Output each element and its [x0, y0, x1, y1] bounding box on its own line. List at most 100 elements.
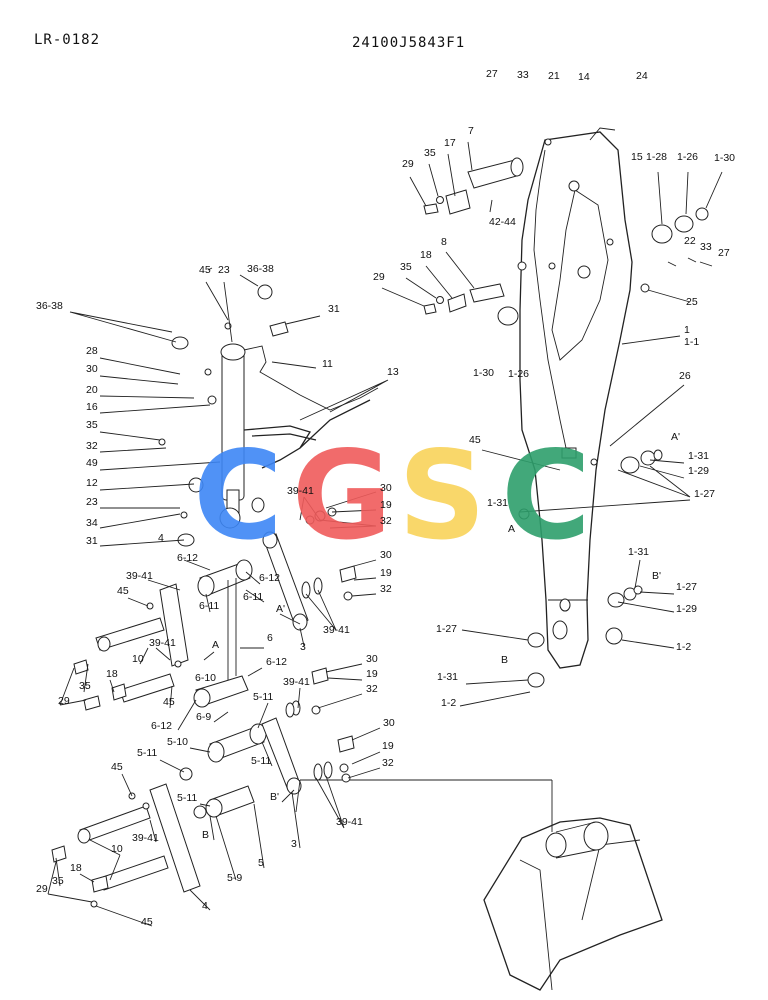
callout-label: 1-28 — [646, 151, 667, 163]
callout-label: 12 — [86, 477, 98, 489]
callout-label: 18 — [70, 862, 82, 874]
callout-label: 6-12 — [177, 552, 198, 564]
plate-18-lower — [91, 875, 109, 893]
watermark-letter: G — [292, 425, 392, 567]
callout-label: 35 — [86, 419, 98, 431]
bushing-1-26-top — [674, 215, 694, 233]
callout-label: 32 — [366, 683, 378, 695]
callout-label: 29 — [373, 271, 385, 283]
callout-label: 29 — [58, 695, 70, 707]
callout-label: 19 — [366, 668, 378, 680]
callout-label: 23 — [86, 496, 98, 508]
boom-outline — [519, 131, 633, 669]
callout-label: A' — [276, 603, 285, 615]
callout-label: 29 — [402, 158, 414, 170]
callout-label: 32 — [380, 515, 392, 527]
callout-label: 45 — [111, 761, 123, 773]
boom-foot-boss — [552, 620, 568, 640]
fitting-31 — [269, 321, 289, 337]
plate-18 — [447, 293, 467, 313]
boom-foot-parts — [518, 449, 663, 688]
callout-label: B — [501, 654, 508, 666]
callout-label: 6-9 — [196, 711, 211, 723]
boom-pin-hole — [577, 265, 591, 279]
callout-label: 30 — [380, 482, 392, 494]
callout-label: A — [212, 639, 219, 651]
callout-label: 1-30 — [473, 367, 494, 379]
callout-label: 5-11 — [137, 747, 157, 759]
callout-label: 5-10 — [167, 736, 188, 748]
part-36-38-top — [257, 284, 273, 300]
link-assembly-5 — [51, 717, 355, 908]
callout-label: 25 — [686, 296, 698, 308]
callout-label: B' — [652, 570, 661, 582]
callout-label: 6 — [267, 632, 273, 644]
boom-hose-line — [533, 149, 567, 449]
pin-8 — [469, 283, 505, 303]
callout-label: 18 — [420, 249, 432, 261]
callout-label: 6-11 — [199, 600, 219, 612]
callout-label: 27 — [718, 247, 730, 259]
part-number: 24100J5843F1 — [352, 35, 466, 51]
callout-label: A' — [671, 431, 680, 443]
plate-17 — [445, 189, 471, 215]
bucket-ear-right — [583, 821, 609, 851]
callout-label: 36-38 — [36, 300, 63, 312]
callout-label: 11 — [322, 358, 333, 370]
callout-label: 5-11 — [177, 792, 197, 804]
bucket-outline — [483, 817, 663, 991]
link-leader-lines — [47, 491, 381, 927]
link-assembly-6 — [73, 507, 357, 718]
callout-label: 32 — [86, 440, 98, 452]
bushing-1-26 — [497, 306, 519, 326]
callout-label: 29 — [36, 883, 48, 895]
callout-label: 10 — [132, 653, 144, 665]
bushing-1-28 — [651, 224, 673, 244]
callout-label: 1 — [684, 324, 690, 336]
callout-label: 5-9 — [227, 872, 242, 884]
callout-label: 7 — [468, 125, 474, 137]
callout-label: 31 — [86, 535, 98, 547]
callout-label: 20 — [86, 384, 98, 396]
callout-label: 1-29 — [688, 465, 709, 477]
callout-label: 39-41 — [132, 832, 159, 844]
callout-label: 4 — [158, 532, 164, 544]
callout-label: 23 — [218, 264, 230, 276]
callout-label: 1-29 — [676, 603, 697, 615]
callout-label: 5-11 — [253, 691, 273, 703]
watermark-letter: S — [398, 425, 486, 567]
callout-label: 22 — [684, 235, 696, 247]
callout-label: 6-10 — [195, 672, 216, 684]
callout-label: 27 — [486, 68, 498, 80]
callout-label: 4 — [202, 900, 208, 912]
callout-label: 1-2 — [676, 641, 691, 653]
boom-leader-lines — [381, 141, 723, 707]
link-rod-6 — [227, 578, 237, 680]
callout-label: 33 — [517, 69, 529, 81]
callout-label: 30 — [380, 549, 392, 561]
link-4-lower — [149, 783, 201, 893]
callout-label: 1-31 — [688, 450, 709, 462]
callout-label: 1-27 — [436, 623, 457, 635]
callout-label: 39-41 — [336, 816, 363, 828]
boom-top-pin-parts — [423, 157, 713, 326]
callout-label: 1-27 — [694, 488, 715, 500]
callout-label: 24 — [636, 70, 648, 82]
callout-label: 1-27 — [676, 581, 697, 593]
callout-label: 1-31 — [437, 671, 458, 683]
arm-cylinder-assembly — [158, 284, 379, 547]
callout-label: 6-12 — [151, 720, 172, 732]
callout-label: B' — [270, 791, 279, 803]
watermark-letter: C — [193, 425, 283, 567]
callout-label: 1-26 — [677, 151, 698, 163]
callout-label: 1-31 — [628, 546, 649, 558]
boom-top-hole — [568, 180, 580, 192]
callout-label: 30 — [383, 717, 395, 729]
callout-label: 31 — [328, 303, 340, 315]
callout-label: 13 — [387, 366, 399, 378]
callout-label: 19 — [380, 567, 392, 579]
callout-label: 39-41 — [283, 676, 310, 688]
